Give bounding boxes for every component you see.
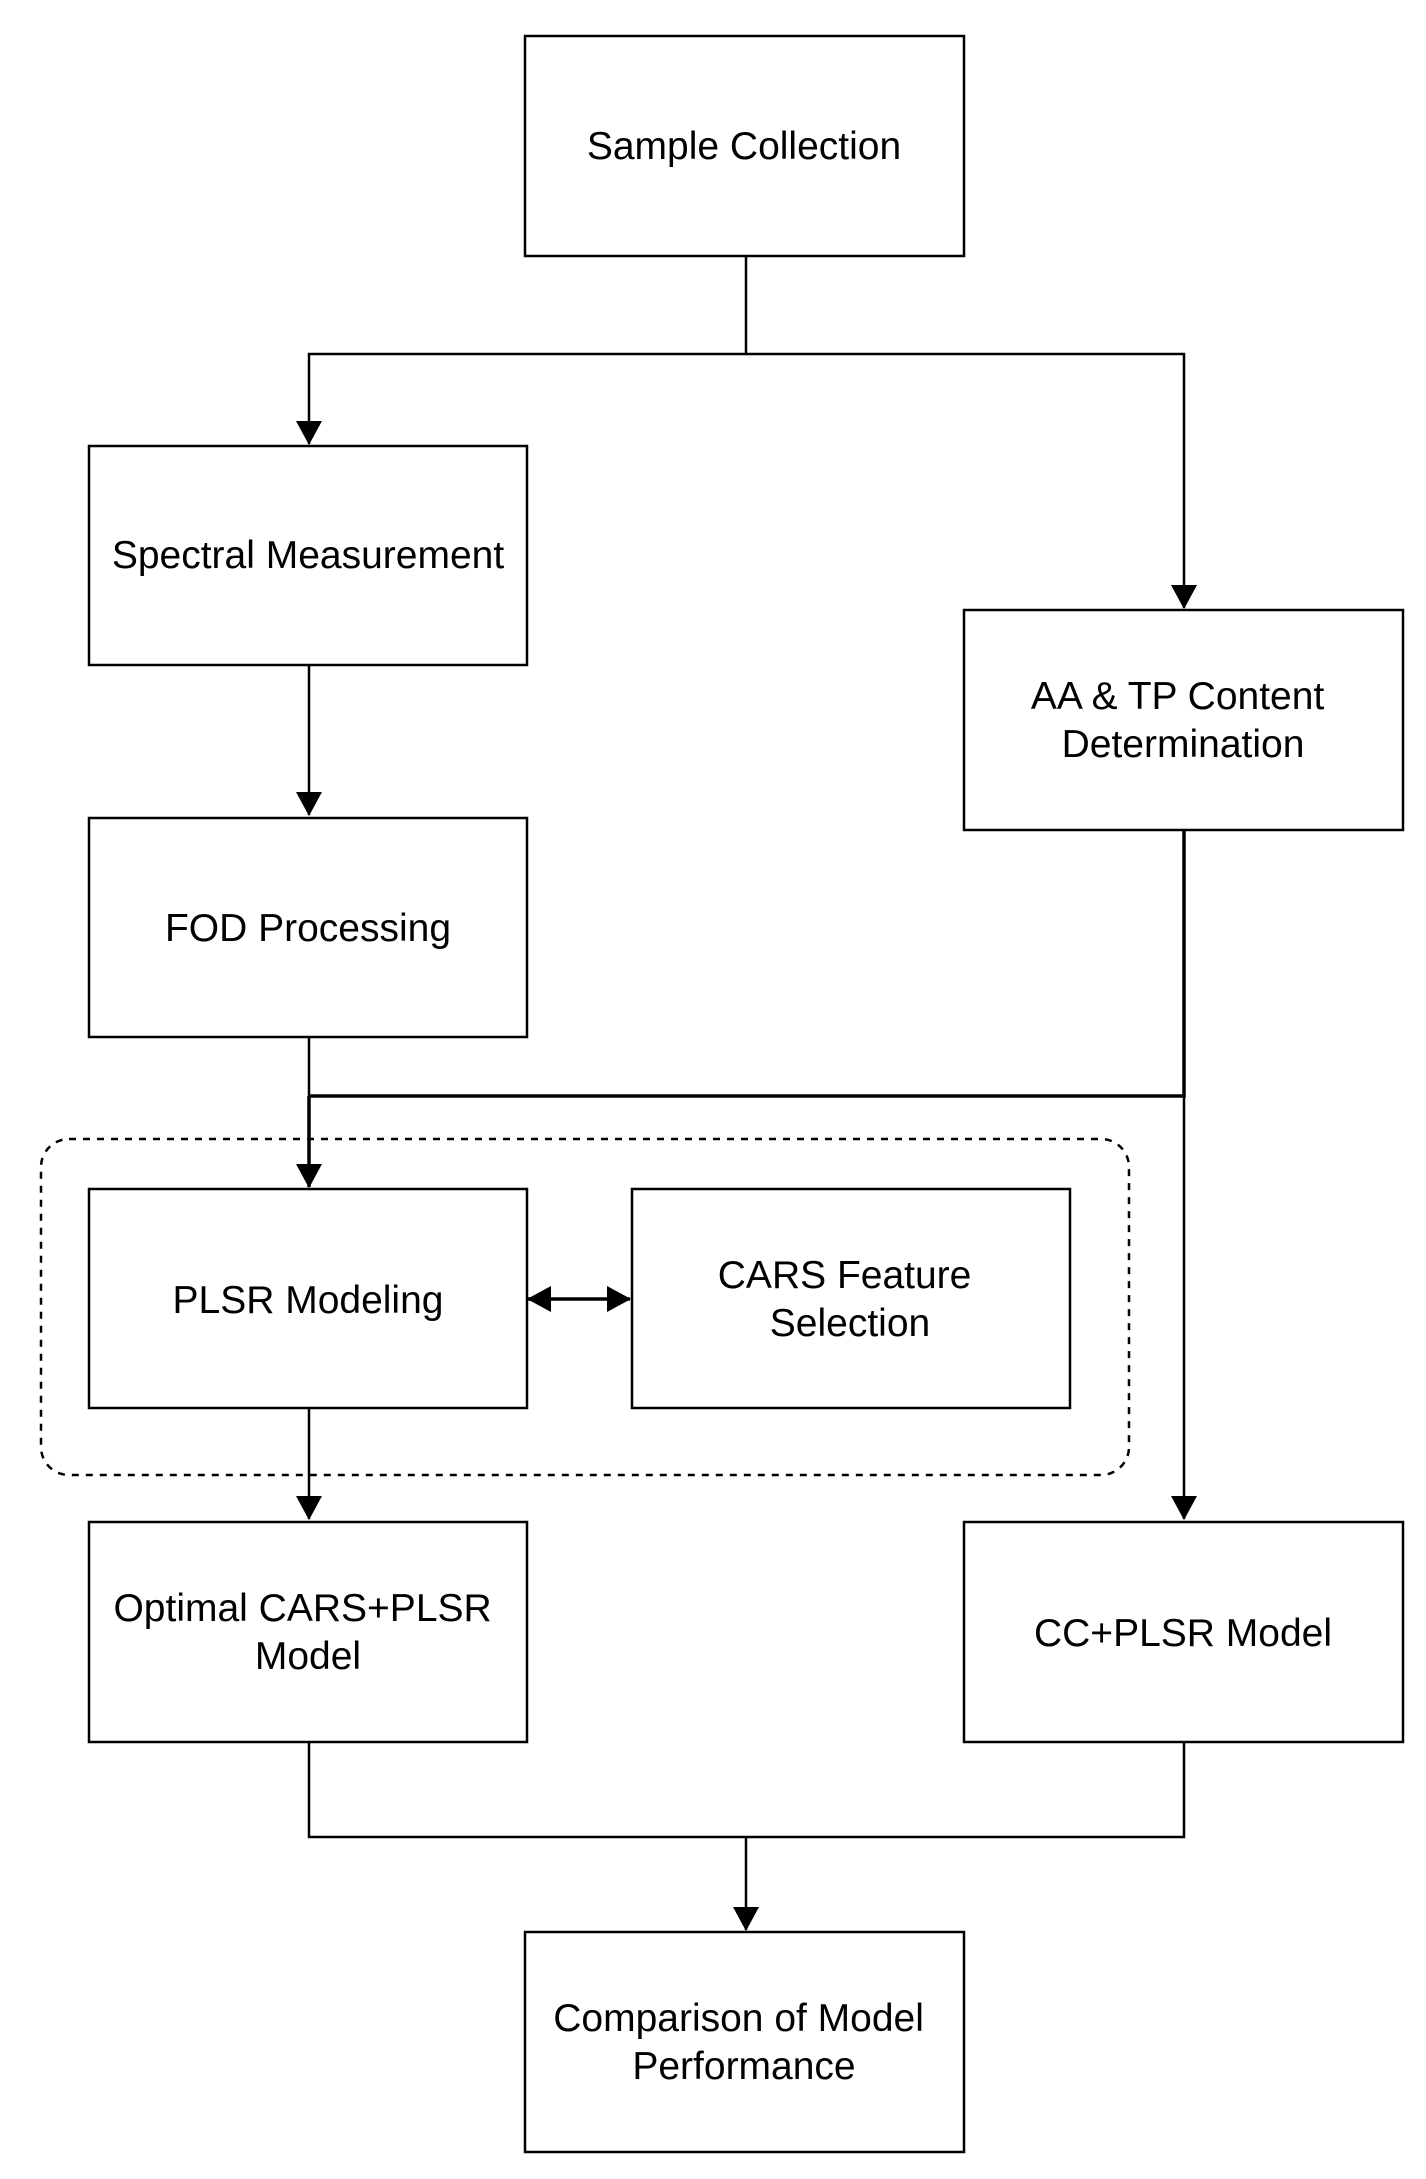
svg-text:FOD Processing: FOD Processing [165, 907, 451, 950]
node-comparison: Comparison of Model Performance [523, 1930, 966, 2154]
node-label-line: CARS Feature [718, 1254, 972, 1297]
node-label-line: PLSR Modeling [173, 1279, 444, 1322]
svg-text:CARS Feature Selection: CARS Feature Selection [718, 1254, 982, 1345]
node-cc-plsr-model: CC+PLSR Model [962, 1520, 1405, 1744]
edge-sample-to-spectral [296, 256, 748, 445]
svg-text:Spectral Measurement: Spectral Measurement [112, 534, 505, 577]
node-spectral-measurement: Spectral Measurement [87, 444, 529, 667]
node-label-line: Sample Collection [587, 125, 901, 168]
node-label-line: Optimal CARS+PLSR [113, 1587, 491, 1630]
node-label-line: FOD Processing [165, 907, 451, 950]
node-label-line: Spectral Measurement [112, 534, 505, 577]
node-label-line: CC+PLSR Model [1034, 1612, 1332, 1655]
node-label-line: AA & TP Content [1031, 675, 1325, 718]
node-label-line: Comparison of Model [553, 1997, 924, 2040]
edges [296, 256, 1197, 1931]
node-label-line: Model [255, 1635, 361, 1678]
node-label-line: Selection [770, 1302, 930, 1345]
svg-text:Optimal CARS+PLSR Model: Optimal CARS+PLSR Model [113, 1587, 502, 1678]
svg-text:PLSR Modeling: PLSR Modeling [173, 1279, 444, 1322]
node-cars-feature-selection: CARS Feature Selection [630, 1187, 1072, 1410]
node-plsr-modeling: PLSR Modeling [87, 1187, 529, 1410]
node-fod-processing: FOD Processing [87, 816, 529, 1039]
svg-text:CC+PLSR Model: CC+PLSR Model [1034, 1612, 1332, 1655]
svg-text:Comparison of Model Perf: Comparison of Model Performance [553, 1997, 935, 2088]
edge-optimal-to-comparison [307, 1742, 1186, 1839]
node-sample-collection: Sample Collection [523, 34, 966, 258]
node-label-line: Determination [1062, 723, 1305, 766]
svg-text:AA & TP Content Determin: AA & TP Content Determination [1031, 675, 1335, 766]
node-aa-tp-content: AA & TP Content Determination [962, 608, 1405, 832]
node-optimal-cars-plsr: Optimal CARS+PLSR Model [87, 1520, 529, 1744]
edge-sample-to-aa-tp [746, 352, 1197, 609]
svg-text:Sample Collection: Sample Collection [587, 125, 901, 168]
node-label-line: Performance [632, 2045, 855, 2088]
